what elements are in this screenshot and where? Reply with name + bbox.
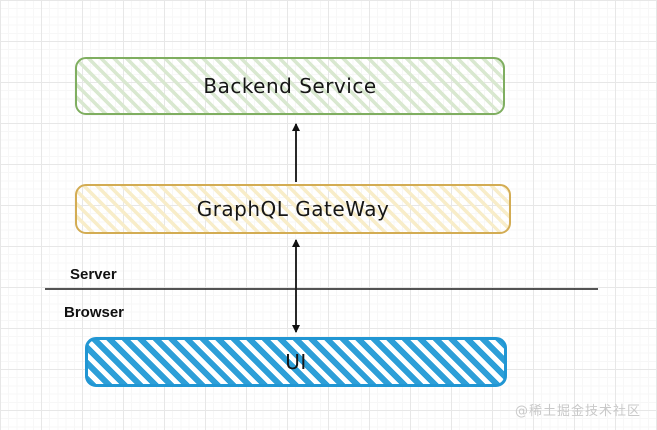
backend-service-label: Backend Service xyxy=(203,74,377,98)
watermark-text: @稀土掘金技术社区 xyxy=(514,404,641,419)
ui-box: UI xyxy=(85,337,507,387)
server-zone-label: Server xyxy=(70,266,117,283)
ui-box-label: UI xyxy=(285,350,307,374)
graphql-gateway-label: GraphQL GateWay xyxy=(196,197,390,221)
browser-zone-label: Browser xyxy=(64,304,125,321)
backend-service-box: Backend Service xyxy=(75,57,505,115)
graphql-gateway-box: GraphQL GateWay xyxy=(75,184,511,234)
